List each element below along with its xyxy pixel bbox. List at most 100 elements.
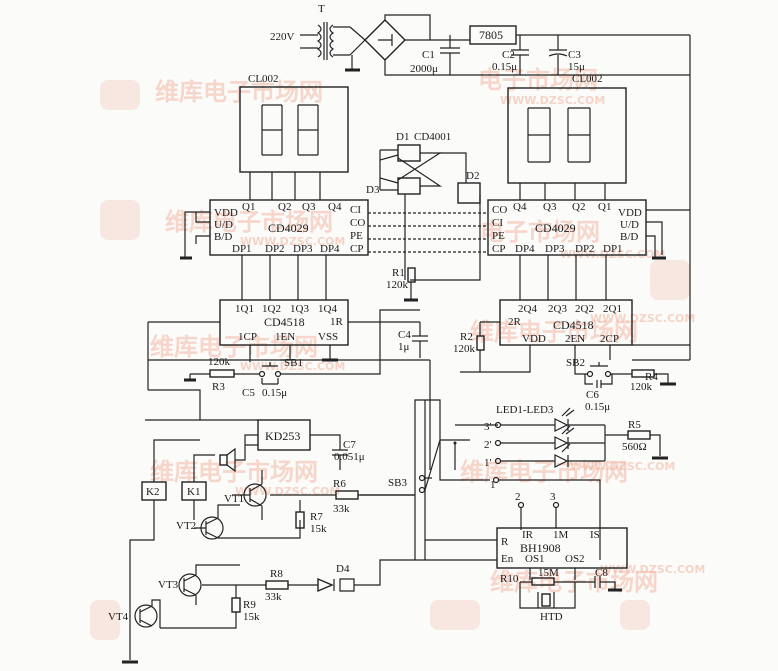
seven-segment-icon — [527, 107, 591, 163]
svg-text:VT3: VT3 — [158, 579, 179, 591]
d2-gate-icon — [457, 182, 481, 204]
watermark-text: 电子市场网 — [478, 66, 598, 94]
svg-text:B/D: B/D — [214, 231, 232, 243]
latch-right-name: CD4518 — [553, 318, 594, 332]
svg-text:PE: PE — [350, 230, 363, 242]
svg-text:R7: R7 — [310, 511, 323, 523]
svg-text:DP4: DP4 — [515, 243, 535, 255]
watermark-url: WWW.DZSC.COM — [570, 460, 675, 473]
svg-text:3': 3' — [484, 421, 492, 433]
svg-text:DP4: DP4 — [320, 243, 340, 255]
svg-text:15k: 15k — [310, 523, 327, 535]
svg-text:Q2: Q2 — [572, 201, 585, 213]
nand-gate-icon — [397, 144, 421, 162]
transformer-label: T — [318, 3, 325, 15]
timer-name: BH1908 — [520, 541, 561, 555]
svg-text:2: 2 — [515, 491, 521, 503]
sb3-label: SB3 — [388, 477, 407, 489]
svg-text:Q2: Q2 — [278, 201, 291, 213]
d1-part: CD4001 — [414, 131, 451, 143]
svg-text:R3: R3 — [212, 381, 225, 393]
svg-text:Q1: Q1 — [598, 201, 611, 213]
svg-text:CI: CI — [492, 217, 503, 229]
svg-text:DP1: DP1 — [603, 243, 623, 255]
svg-text:2Q4: 2Q4 — [518, 303, 537, 315]
watermark-url: WWW.DZSC.COM — [590, 312, 695, 325]
svg-text:VDD: VDD — [214, 207, 238, 219]
svg-text:DP2: DP2 — [575, 243, 595, 255]
svg-text:C5: C5 — [242, 387, 255, 399]
svg-text:3: 3 — [550, 491, 556, 503]
svg-text:15M: 15M — [538, 567, 559, 579]
svg-text:Q3: Q3 — [543, 201, 557, 213]
svg-text:C6: C6 — [586, 389, 599, 401]
svg-text:1': 1' — [484, 457, 492, 469]
svg-text:R5: R5 — [628, 419, 641, 431]
svg-text:CP: CP — [492, 243, 505, 255]
svg-text:VDD: VDD — [522, 333, 546, 345]
svg-text:1EN: 1EN — [275, 331, 295, 343]
svg-text:2Q2: 2Q2 — [575, 303, 594, 315]
transistor-vt4-icon — [134, 604, 158, 628]
svg-text:33k: 33k — [265, 591, 282, 603]
svg-text:1μ: 1μ — [398, 341, 410, 353]
d2-label: D2 — [466, 170, 479, 182]
svg-text:R: R — [501, 536, 509, 548]
counter-right: CD4029 Q4 Q3 Q2 Q1 CO CI PE CP VDD U/D B… — [487, 199, 690, 300]
svg-text:1Q2: 1Q2 — [262, 303, 281, 315]
latch-left: CD4518 1Q1 1Q2 1Q3 1Q4 1R 1CP 1EN VSS — [219, 299, 420, 362]
svg-text:0.15μ: 0.15μ — [262, 387, 287, 399]
watermark-url: WWW.DZSC.COM — [240, 360, 345, 373]
svg-text:120k: 120k — [386, 279, 409, 291]
c1-name: C1 — [422, 49, 435, 61]
svg-text:560Ω: 560Ω — [622, 441, 647, 453]
speaker-icon — [219, 454, 228, 466]
svg-text:R2: R2 — [460, 331, 473, 343]
svg-text:2Q3: 2Q3 — [548, 303, 567, 315]
svg-text:2Q1: 2Q1 — [603, 303, 622, 315]
svg-text:CP: CP — [350, 243, 363, 255]
svg-text:1R: 1R — [330, 316, 344, 328]
svg-text:0.15μ: 0.15μ — [585, 401, 610, 413]
svg-text:En: En — [501, 553, 514, 565]
timer-bh1908: BH1908 IR 1M IS R En OS1 OS2 R10 15M C8 … — [424, 400, 628, 623]
display-left-label: CL002 — [248, 73, 279, 85]
latch-right: CD4518 2Q4 2Q3 2Q2 2Q1 2R VDD 2EN 2CP — [460, 299, 690, 373]
svg-text:Q4: Q4 — [513, 201, 527, 213]
cap-c4: C4 1μ — [398, 322, 428, 358]
svg-text:DP3: DP3 — [545, 243, 565, 255]
svg-text:15k: 15k — [243, 611, 260, 623]
watermark-text: 维库电子市场网 — [155, 78, 323, 106]
latch-left-name: CD4518 — [264, 315, 305, 329]
led-range-label: LED1-LED3 — [496, 404, 554, 416]
svg-text:33k: 33k — [333, 503, 350, 515]
counter-left: CD4029 VDD U/D B/D Q1 Q2 Q3 Q4 CI CO PE … — [180, 199, 369, 300]
watermark-text: 维库电子市场网 — [165, 208, 333, 236]
svg-text:CO: CO — [350, 217, 365, 229]
svg-text:VDD: VDD — [618, 207, 642, 219]
switch-sb2-cluster: SB2 R4 120k C6 0.15μ — [566, 357, 676, 413]
watermark-text: 维库电子市场网 — [470, 318, 638, 346]
svg-text:2R: 2R — [508, 316, 522, 328]
transistor-vt3-icon — [178, 573, 202, 597]
voltage-label: 220V — [270, 31, 295, 43]
led-selector: LED1-LED3 3' 2' 1' R5 560Ω SB3 1 — [388, 399, 668, 560]
c3-value: 15μ — [568, 61, 585, 73]
svg-text:1Q1: 1Q1 — [235, 303, 254, 315]
kd253-label: KD253 — [265, 429, 300, 443]
diode-d4-icon — [317, 577, 334, 593]
svg-text:B/D: B/D — [620, 231, 638, 243]
svg-text:1CP: 1CP — [238, 331, 257, 343]
svg-text:120k: 120k — [208, 356, 231, 368]
resistor-r2: R2 120k — [453, 322, 485, 372]
svg-text:Q3: Q3 — [302, 201, 316, 213]
svg-text:120k: 120k — [630, 381, 653, 393]
mains-input-wire — [300, 34, 318, 49]
svg-text:OS2: OS2 — [565, 553, 585, 565]
svg-text:1M: 1M — [553, 529, 569, 541]
svg-text:U/D: U/D — [214, 219, 233, 231]
d1-label: D1 — [396, 131, 409, 143]
svg-text:R6: R6 — [333, 478, 346, 490]
svg-text:C8: C8 — [595, 567, 608, 579]
seven-segment-icon — [261, 104, 319, 156]
